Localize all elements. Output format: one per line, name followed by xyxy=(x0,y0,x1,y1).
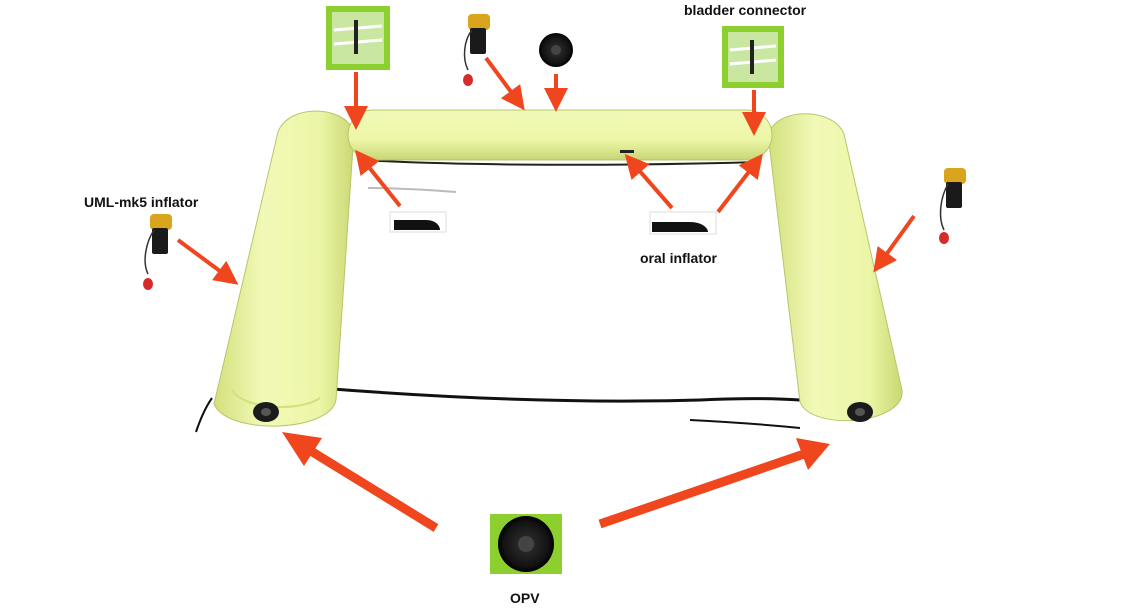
left-tube xyxy=(214,111,354,426)
opv-valve-icon xyxy=(536,30,580,70)
opv-label: OPV xyxy=(510,590,540,606)
oral-inflator-icon xyxy=(390,212,446,232)
opv-valve-icon xyxy=(253,402,279,422)
uml-inflator-icon xyxy=(463,14,490,86)
bottom-strap-line xyxy=(320,388,800,401)
uml-inflator-label: UML-mk5 inflator xyxy=(84,194,198,210)
top-seam-line xyxy=(360,160,760,165)
oral-inflator-label: oral inflator xyxy=(640,250,717,266)
opv-valve-icon xyxy=(847,402,873,422)
lower-strap-line xyxy=(690,420,800,428)
top-tube xyxy=(348,110,772,160)
right-tube xyxy=(768,114,902,421)
arrow-icon xyxy=(282,432,830,528)
left-tie-line xyxy=(196,398,212,432)
bladder-connector-label: bladder connector xyxy=(684,2,806,18)
oral-inflator-icon xyxy=(650,212,716,234)
bladder-connector-icon xyxy=(722,26,784,88)
top-left-strap xyxy=(368,188,456,192)
uml-inflator-icon xyxy=(939,168,966,244)
bladder-connector-icon xyxy=(326,6,390,70)
uml-inflator-icon xyxy=(143,214,172,290)
opv-valve-icon xyxy=(490,514,562,574)
